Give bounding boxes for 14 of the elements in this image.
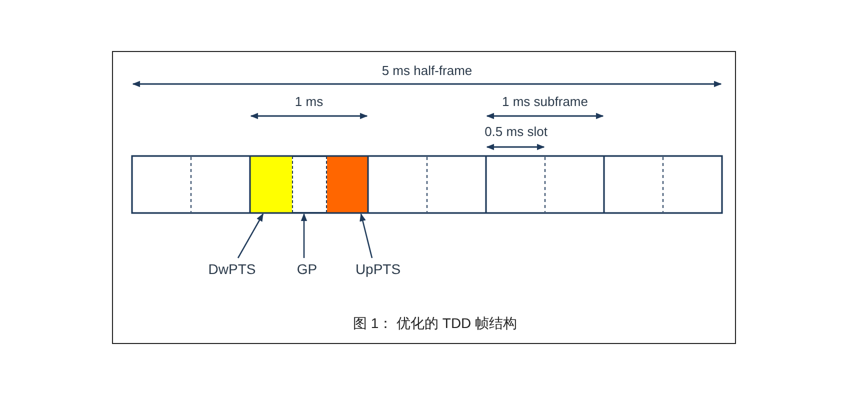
field-label: DwPTS [208, 262, 256, 277]
dimension-label: 1 ms [294, 94, 324, 109]
frame-segment [250, 156, 292, 213]
frame-segment [327, 156, 368, 213]
dimension-label: 0.5 ms slot [484, 124, 548, 139]
leader-arrow [360, 213, 373, 258]
dimension-label: 5 ms half-frame [382, 63, 472, 78]
field-label: GP [296, 262, 318, 277]
caption: 图 1： 优化的 TDD 帧结构 [352, 316, 518, 331]
leader-arrow [300, 213, 308, 258]
frame-segment [292, 156, 327, 213]
dimension-label: 1 ms subframe [502, 94, 588, 109]
field-label: UpPTS [355, 262, 401, 277]
leader-arrow [237, 213, 264, 258]
